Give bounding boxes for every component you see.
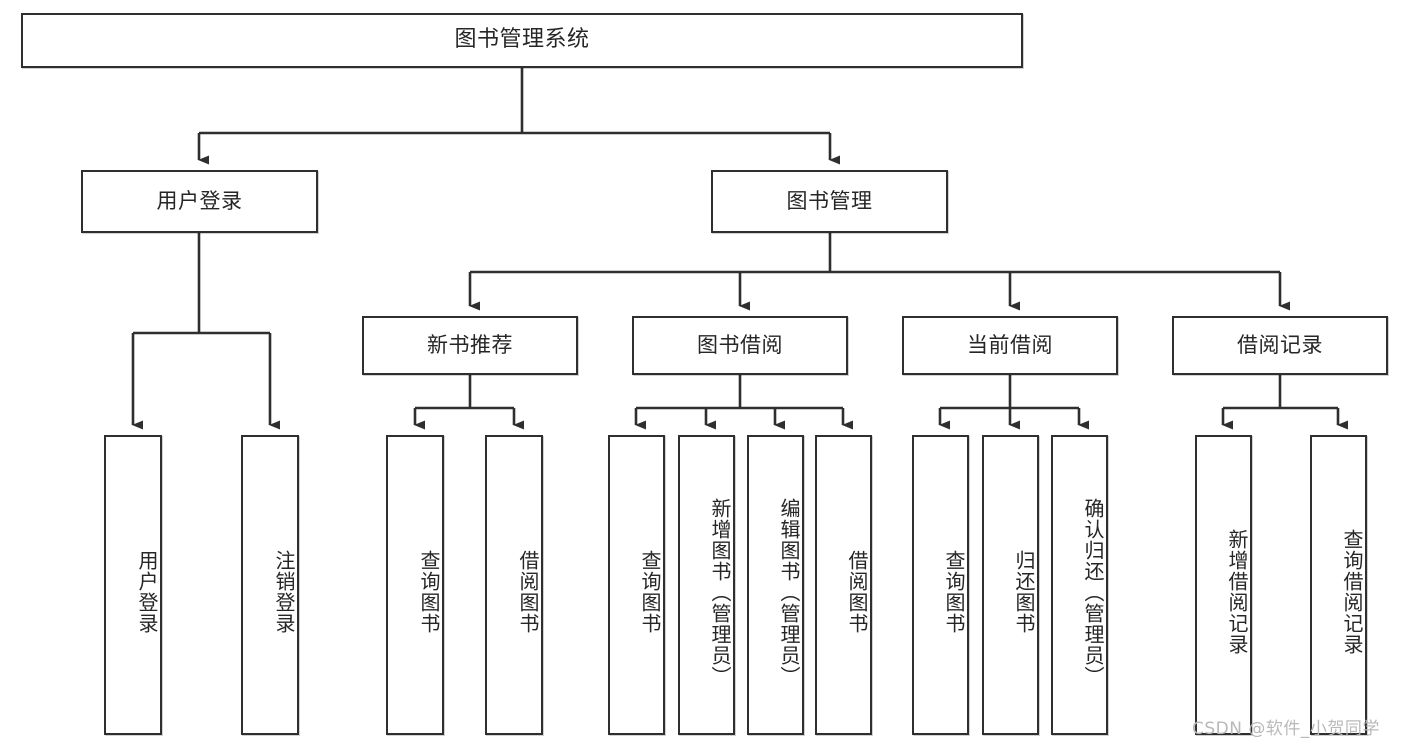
node-book-management-label: 图书管理 [786, 188, 873, 213]
leaf-borrow-book-2-label: 借阅图书 [845, 550, 869, 634]
leaf-query-book-1[interactable]: 查询图书 [386, 435, 444, 735]
leaf-query-record-label: 查询借阅记录 [1340, 529, 1364, 655]
leaf-confirm-return-label: 确认归还（管理员） [1081, 497, 1105, 687]
leaf-logout-label: 注销登录 [272, 550, 296, 634]
node-new-book-recommend-label: 新书推荐 [427, 332, 513, 357]
node-root[interactable]: 图书管理系统 [21, 13, 1023, 68]
leaf-query-record[interactable]: 查询借阅记录 [1310, 435, 1367, 735]
node-borrow-record-label: 借阅记录 [1237, 332, 1323, 357]
leaf-user-login[interactable]: 用户登录 [104, 435, 162, 735]
leaf-query-book-3[interactable]: 查询图书 [912, 435, 969, 735]
node-root-label: 图书管理系统 [454, 27, 590, 53]
leaf-add-book[interactable]: 新增图书（管理员） [678, 435, 735, 735]
node-borrow-record[interactable]: 借阅记录 [1172, 316, 1388, 375]
leaf-edit-book[interactable]: 编辑图书（管理员） [747, 435, 804, 735]
node-book-borrow[interactable]: 图书借阅 [632, 316, 848, 375]
csdn-watermark: CSDN @软件_小贺同学 [1192, 719, 1380, 739]
node-user-login[interactable]: 用户登录 [81, 170, 318, 233]
leaf-return-book-label: 归还图书 [1012, 550, 1036, 634]
leaf-query-book-3-label: 查询图书 [942, 550, 966, 634]
leaf-add-record-label: 新增借阅记录 [1225, 529, 1249, 655]
leaf-add-record[interactable]: 新增借阅记录 [1195, 435, 1252, 735]
node-book-management[interactable]: 图书管理 [711, 170, 948, 233]
node-current-borrow[interactable]: 当前借阅 [902, 316, 1118, 375]
leaf-borrow-book-1[interactable]: 借阅图书 [485, 435, 543, 735]
leaf-confirm-return[interactable]: 确认归还（管理员） [1051, 435, 1108, 735]
leaf-query-book-2-label: 查询图书 [638, 550, 662, 634]
node-new-book-recommend[interactable]: 新书推荐 [362, 316, 578, 375]
leaf-return-book[interactable]: 归还图书 [982, 435, 1039, 735]
leaf-logout[interactable]: 注销登录 [241, 435, 299, 735]
node-current-borrow-label: 当前借阅 [967, 332, 1053, 357]
node-user-login-label: 用户登录 [156, 188, 243, 213]
leaf-borrow-book-1-label: 借阅图书 [516, 550, 540, 634]
leaf-user-login-label: 用户登录 [135, 550, 159, 634]
node-book-borrow-label: 图书借阅 [697, 332, 783, 357]
leaf-query-book-2[interactable]: 查询图书 [608, 435, 665, 735]
leaf-borrow-book-2[interactable]: 借阅图书 [815, 435, 872, 735]
leaf-edit-book-label: 编辑图书（管理员） [777, 497, 801, 687]
leaf-query-book-1-label: 查询图书 [417, 550, 441, 634]
leaf-add-book-label: 新增图书（管理员） [708, 497, 732, 687]
